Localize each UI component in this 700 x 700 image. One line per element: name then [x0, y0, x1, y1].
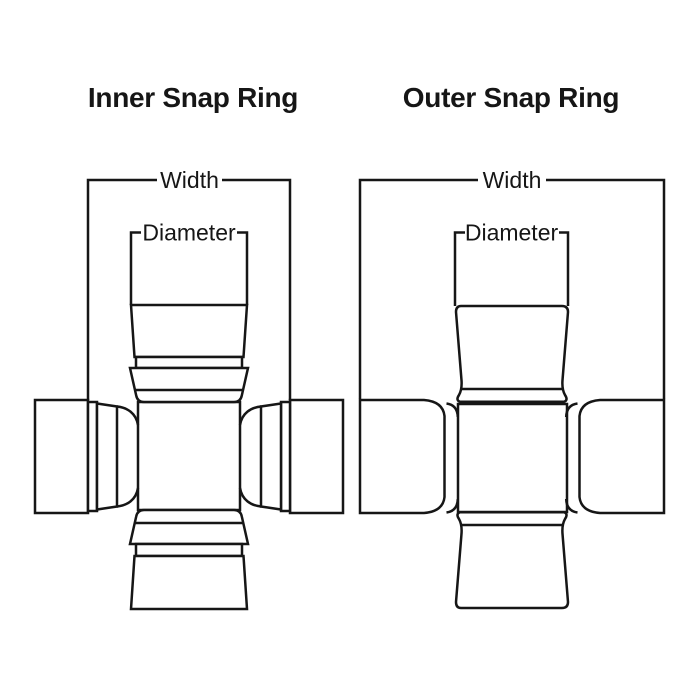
- top-snap-ring-groove: [134, 355, 244, 370]
- outer-snap-ring-cross-drawing: [358, 304, 666, 610]
- right-top-fillet: [238, 405, 262, 426]
- diameter-dimension-bracket: [453, 231, 570, 306]
- bottom-bearing-cap: [454, 510, 570, 610]
- left-bearing-cap: [33, 398, 90, 515]
- right-bearing-cap: [578, 398, 666, 515]
- inner-snap-ring-figure: Inner Snap Ring: [33, 82, 345, 611]
- diameter-dimension-label: Diameter: [465, 220, 559, 246]
- left-snap-ring-groove: [86, 400, 99, 513]
- bottom-bearing-cap: [129, 554, 249, 611]
- left-cap-flange: [95, 402, 119, 511]
- diameter-dimension-bracket: [129, 231, 249, 305]
- cross-body: [456, 402, 569, 514]
- left-neck-fillet: [446, 402, 460, 514]
- right-bearing-cap: [288, 398, 345, 515]
- right-neck-fillet: [564, 402, 578, 514]
- inner-width-dimension: Width: [86, 167, 292, 400]
- right-snap-ring-groove: [279, 400, 292, 513]
- inner-diameter-dimension: Diameter: [129, 220, 249, 305]
- top-cap-flange: [128, 366, 250, 404]
- diameter-dimension-label: Diameter: [142, 220, 236, 246]
- top-bearing-cap: [129, 303, 249, 359]
- top-bearing-cap: [454, 304, 570, 404]
- outer-width-dimension: Width: [358, 167, 666, 399]
- outer-snap-ring-figure: Outer Snap Ring Width Diameter: [358, 82, 666, 610]
- bottom-snap-ring-groove: [134, 542, 244, 558]
- right-cap-flange: [259, 402, 283, 511]
- width-dimension-label: Width: [160, 167, 219, 193]
- cross-body: [136, 400, 242, 512]
- width-dimension-label: Width: [483, 167, 542, 193]
- left-top-fillet: [116, 405, 140, 426]
- inner-snap-ring-title: Inner Snap Ring: [88, 82, 298, 113]
- outer-snap-ring-title: Outer Snap Ring: [403, 82, 619, 113]
- left-bottom-fillet: [116, 487, 140, 508]
- bottom-cap-flange: [128, 508, 250, 546]
- left-bearing-cap: [358, 398, 446, 515]
- inner-snap-ring-cross-drawing: [33, 303, 345, 611]
- right-bottom-fillet: [238, 487, 262, 508]
- width-dimension-bracket: [358, 178, 666, 399]
- outer-diameter-dimension: Diameter: [453, 220, 570, 306]
- width-dimension-bracket: [86, 178, 292, 400]
